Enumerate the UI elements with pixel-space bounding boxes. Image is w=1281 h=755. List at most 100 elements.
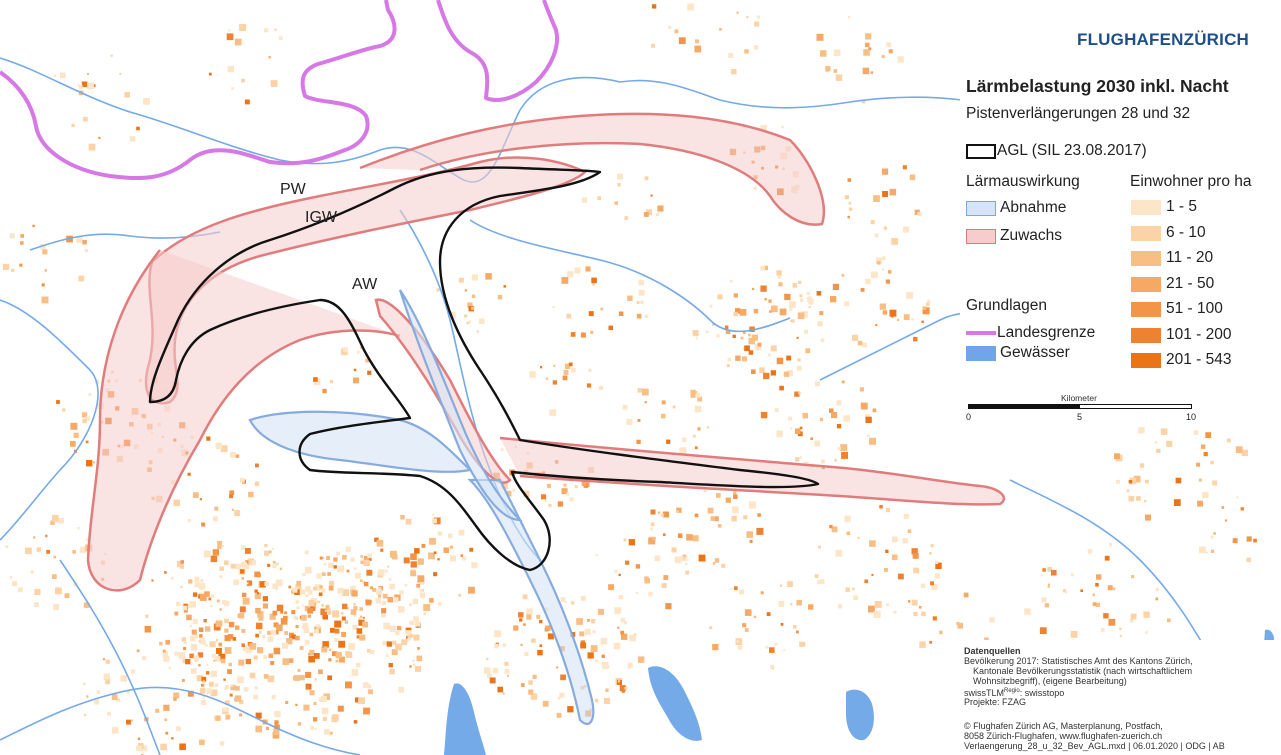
population-cell — [449, 555, 456, 562]
increase-north-arm — [359, 112, 825, 226]
population-cell — [831, 526, 838, 533]
population-cell — [1221, 506, 1225, 509]
population-cell — [224, 618, 229, 624]
population-cell — [448, 311, 456, 319]
population-cell — [381, 600, 387, 605]
population-cell — [627, 666, 631, 669]
population-cell — [327, 675, 333, 681]
population-cell — [879, 303, 886, 310]
population-cell — [359, 615, 363, 619]
population-cell — [253, 694, 258, 700]
population-cell — [126, 719, 131, 725]
population-cell — [677, 533, 683, 538]
population-cell — [716, 334, 720, 338]
population-cell — [557, 696, 561, 700]
population-cell — [200, 579, 204, 583]
population-cell — [865, 33, 872, 40]
population-cell — [817, 580, 822, 585]
population-cell — [136, 649, 140, 653]
population-cell — [789, 307, 793, 311]
population-cell — [333, 565, 337, 569]
population-cell — [889, 309, 897, 317]
population-cell — [174, 651, 179, 656]
population-cell — [296, 606, 300, 610]
population-cell — [239, 24, 247, 31]
population-cell — [415, 621, 421, 627]
population-cell — [179, 743, 186, 751]
population-cell — [1119, 627, 1122, 631]
population-cell — [45, 534, 48, 538]
population-cell — [732, 506, 739, 514]
population-cell — [372, 588, 376, 592]
population-cell — [1235, 446, 1243, 454]
population-cell — [173, 499, 180, 507]
population-cell — [1212, 480, 1218, 486]
population-cell — [246, 647, 252, 653]
population-cell — [242, 645, 249, 652]
population-cell — [561, 277, 569, 284]
population-cell — [1095, 602, 1100, 607]
population-cell — [882, 256, 886, 260]
population-cell — [799, 426, 803, 430]
population-cell — [217, 541, 222, 546]
population-cell — [754, 344, 762, 351]
population-cell — [317, 600, 320, 603]
population-cell — [556, 712, 562, 718]
population-cell — [237, 676, 244, 684]
population-cell — [175, 601, 181, 607]
population-cell — [187, 472, 191, 476]
population-cell — [777, 275, 781, 279]
population-cell — [96, 690, 101, 694]
population-cell — [130, 669, 136, 674]
population-cell — [111, 727, 119, 734]
population-cell — [319, 697, 324, 702]
population-cell — [387, 596, 393, 603]
population-cell — [76, 236, 83, 243]
population-cell — [1116, 479, 1120, 484]
population-cell — [310, 725, 315, 730]
population-cell — [191, 629, 197, 635]
river-reuss — [59, 559, 161, 755]
population-cell — [1145, 514, 1151, 521]
population-cell — [41, 283, 45, 287]
population-cell — [622, 404, 628, 410]
population-cell — [661, 583, 667, 589]
population-cell — [620, 617, 625, 623]
population-cell — [886, 42, 892, 48]
population-cell — [874, 233, 879, 238]
einwohner-swatch — [1131, 200, 1161, 215]
population-cell — [806, 296, 812, 302]
population-cell — [367, 684, 371, 689]
population-cell — [259, 581, 266, 588]
population-cell — [205, 626, 211, 632]
population-cell — [847, 178, 852, 182]
population-cell — [536, 614, 541, 619]
population-cell — [661, 413, 666, 419]
population-cell — [199, 739, 205, 746]
population-cell — [362, 621, 369, 628]
population-cell — [547, 633, 554, 640]
population-cell — [224, 647, 232, 654]
population-cell — [665, 603, 672, 610]
population-cell — [300, 614, 307, 621]
population-cell — [314, 727, 317, 730]
population-cell — [638, 289, 645, 296]
population-cell — [168, 666, 171, 670]
population-cell — [735, 355, 741, 361]
population-cell — [214, 656, 221, 662]
population-cell — [716, 493, 721, 498]
population-cell — [255, 463, 259, 468]
population-cell — [601, 662, 609, 669]
population-cell — [264, 581, 269, 587]
population-cell — [164, 718, 168, 722]
population-cell — [34, 588, 41, 595]
population-cell — [870, 71, 874, 74]
population-cell — [385, 569, 388, 573]
population-cell — [421, 543, 426, 548]
population-cell — [692, 434, 696, 438]
population-cell — [182, 658, 188, 664]
population-cell — [957, 622, 964, 629]
country-border — [0, 0, 397, 181]
population-cell — [288, 658, 294, 663]
population-cell — [686, 534, 693, 541]
